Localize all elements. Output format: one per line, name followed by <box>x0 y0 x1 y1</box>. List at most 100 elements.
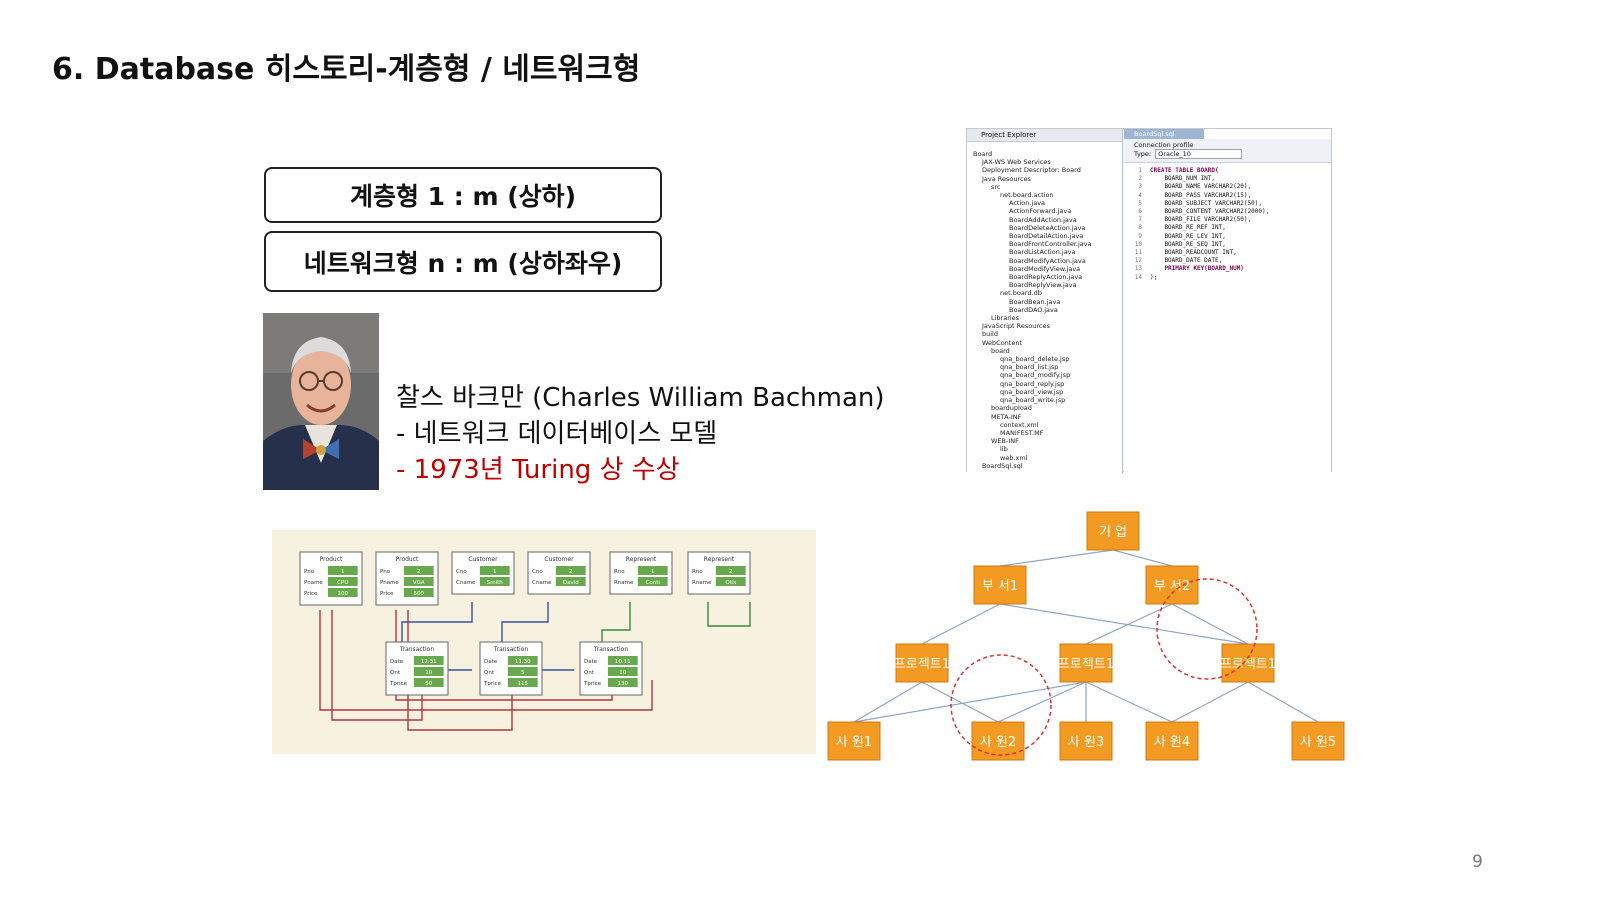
tree-node-label: 사 원2 <box>980 735 1016 750</box>
tree-item[interactable]: src <box>991 182 1001 191</box>
tree-node-box <box>827 721 881 761</box>
field-value: 10 <box>425 670 432 676</box>
tree-item[interactable]: web.xml <box>1000 453 1028 462</box>
record-type: Product <box>320 556 343 563</box>
tree-item[interactable]: Action.java <box>1009 199 1046 208</box>
tree-node-box <box>1086 511 1140 551</box>
tree-item[interactable]: BoardReplyAction.java <box>1009 273 1083 282</box>
connector-line <box>319 610 653 711</box>
code-text: BOARD_FILE VARCHAR2(50), <box>1150 216 1252 224</box>
tree-item[interactable]: JAX-WS Web Services <box>982 158 1051 167</box>
tree-item[interactable]: context.xml <box>1000 420 1039 429</box>
tree-item[interactable]: qna_board_write.jsp <box>1000 396 1066 405</box>
tree-item[interactable]: Java Resources <box>982 174 1031 183</box>
tree-item[interactable]: net.board.db <box>1000 289 1042 298</box>
field-label: Cno <box>456 569 467 575</box>
tree-item[interactable]: BoardDetailAction.java <box>1009 232 1084 241</box>
tree-item[interactable]: net.board.action <box>1000 191 1054 200</box>
tree-item[interactable]: BoardFrontController.java <box>1009 240 1092 249</box>
field-cell <box>413 678 444 687</box>
field-value: 115 <box>518 681 529 687</box>
tree-edge <box>853 681 923 723</box>
field-value: 12.31 <box>421 659 437 665</box>
tree-item[interactable]: qna_board_reply.jsp <box>1000 379 1065 388</box>
field-cell <box>607 667 638 676</box>
tree-item[interactable]: BoardDAO.java <box>1009 305 1058 314</box>
field-label: Date <box>390 659 404 665</box>
tree-node: 사 원5 <box>1291 721 1345 761</box>
tree-node-label: 부 서1 <box>982 579 1018 594</box>
type-value: Oracle_10 <box>1155 149 1242 159</box>
bachman-name: 찰스 바크만 (Charles William Bachman) <box>396 383 885 413</box>
tree-item[interactable]: JavaScript Resources <box>982 322 1050 331</box>
field-label: Pname <box>304 580 323 586</box>
tree-node-box <box>895 643 949 683</box>
line-number: 14 <box>1134 273 1142 281</box>
field-label: Pname <box>380 580 399 586</box>
tree-item[interactable]: boardupload <box>991 404 1032 413</box>
line-number: 11 <box>1134 249 1142 257</box>
tree-item[interactable]: META-INF <box>991 412 1022 421</box>
tree-item[interactable]: WebContent <box>982 338 1023 347</box>
tree-edge <box>999 603 1249 645</box>
field-label: Tprice <box>389 681 408 687</box>
tree-item[interactable]: BoardListAction.java <box>1009 248 1076 257</box>
tree-item[interactable]: qna_board_modify.jsp <box>1000 371 1071 380</box>
tree-item[interactable]: qna_board_list.jsp <box>1000 363 1059 372</box>
highlight-circle <box>950 654 1052 756</box>
tree-item[interactable]: BoardBean.java <box>1009 297 1061 306</box>
tree-item[interactable]: Board <box>973 150 993 158</box>
field-label: Price <box>304 591 318 597</box>
tree-node-box <box>1291 721 1345 761</box>
tree-item[interactable]: ActionForward.java <box>1009 207 1072 216</box>
tree-item[interactable]: BoardSql.sql <box>982 461 1023 470</box>
tree-item[interactable]: BoardDeleteAction.java <box>1009 223 1086 232</box>
field-value: 10 <box>619 670 626 676</box>
tree-item[interactable]: qna_board_view.jsp <box>1000 387 1064 396</box>
type-row: Type: Oracle_10 <box>1134 149 1321 159</box>
field-cell <box>327 577 358 586</box>
code-text: ); <box>1150 273 1158 281</box>
field-cell <box>507 678 538 687</box>
record-type: Transaction <box>399 646 435 653</box>
editor-tab: BoardSql.sql <box>1124 129 1204 139</box>
code-text: BOARD_NAME VARCHAR2(20), <box>1150 183 1252 191</box>
tree-item[interactable]: Libraries <box>991 314 1020 323</box>
connector-line <box>401 602 473 642</box>
field-value: 11.30 <box>515 659 531 665</box>
tree-item[interactable]: board <box>991 346 1010 355</box>
tree-item[interactable]: BoardModifyAction.java <box>1009 256 1086 265</box>
tree-item[interactable]: Deployment Descriptor: Board <box>982 166 1081 175</box>
record-type: Represent <box>704 556 735 563</box>
code-text: BOARD_PASS VARCHAR2(15), <box>1150 191 1252 199</box>
code-text: BOARD_RE_LEV INT, <box>1150 232 1226 240</box>
tree-item[interactable]: BoardAddAction.java <box>1009 215 1077 224</box>
tree-item[interactable]: qna_board_delete.jsp <box>1000 355 1070 364</box>
tree-node-box <box>1059 721 1113 761</box>
type-label: Type: <box>1134 150 1152 158</box>
tree-item[interactable]: MANIFEST.MF <box>1000 428 1044 437</box>
line-number: 12 <box>1134 257 1142 265</box>
code-line: 6 BOARD_CONTENT VARCHAR2(2000), <box>1124 208 1331 216</box>
tree-item[interactable]: lib <box>1000 445 1008 454</box>
line-number: 3 <box>1138 183 1142 191</box>
field-label: Price <box>380 591 394 597</box>
field-value: Conti <box>646 580 661 586</box>
tree-item[interactable]: WEB-INF <box>991 437 1019 446</box>
field-value: 2 <box>729 569 733 575</box>
field-cell <box>507 667 538 676</box>
tree-item[interactable]: BoardModifyView.java <box>1009 264 1081 273</box>
tree-item[interactable]: build <box>982 330 998 339</box>
tree-item[interactable]: BoardReplyView.java <box>1009 281 1077 290</box>
line-number: 6 <box>1138 208 1142 216</box>
field-cell <box>715 566 746 575</box>
field-value: 2 <box>417 569 421 575</box>
tree-edge <box>921 603 1001 645</box>
field-label: Qnt <box>484 670 495 676</box>
